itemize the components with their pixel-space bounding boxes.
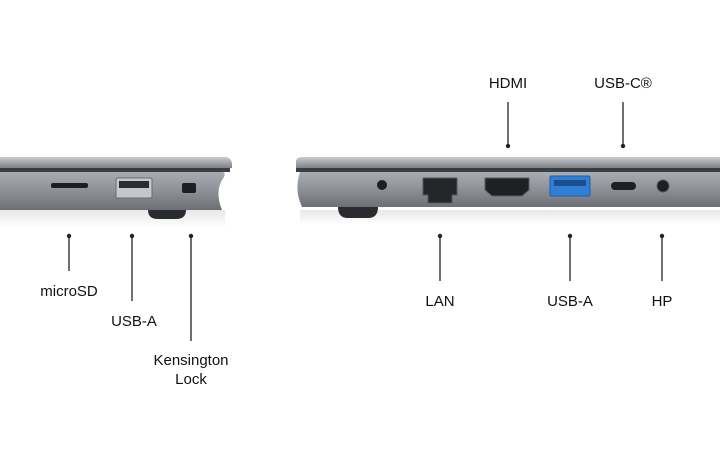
right-lid [296,157,720,168]
leader-lines [66,102,665,341]
usb-c-port [611,182,636,190]
headphone-jack [656,179,670,193]
right-rubber-foot [338,207,378,218]
label-lan: LAN [425,293,455,310]
kensington-lock-slot [182,183,196,193]
left-lid [0,157,232,168]
hdmi-port [484,177,530,197]
label-kensington-line-1: Kensington [153,352,229,369]
label-kensington-line-2: Lock [175,371,207,388]
left-rubber-foot [148,210,186,219]
microsd-slot [51,183,88,188]
usb-a-port-left-inner [119,181,149,188]
label-usb-c: USB-C® [594,75,652,92]
dc-power-jack [377,180,387,190]
label-hdmi: HDMI [488,75,528,92]
left-laptop-side [0,157,232,228]
label-usb-a-right: USB-A [547,293,593,310]
right-hinge-gap [296,168,720,172]
label-usb-a-left: USB-A [111,313,157,330]
right-shadow [300,210,720,224]
label-microsd: microSD [40,283,98,300]
label-kensington-lock: Kensington Lock [153,351,228,389]
label-hp: HP [651,293,673,310]
lan-port [422,177,458,204]
left-base [0,172,225,210]
left-hinge-gap [0,168,230,172]
left-shadow [0,210,225,228]
usb-a-port-right-inner [554,180,586,186]
right-laptop-side [296,157,720,224]
